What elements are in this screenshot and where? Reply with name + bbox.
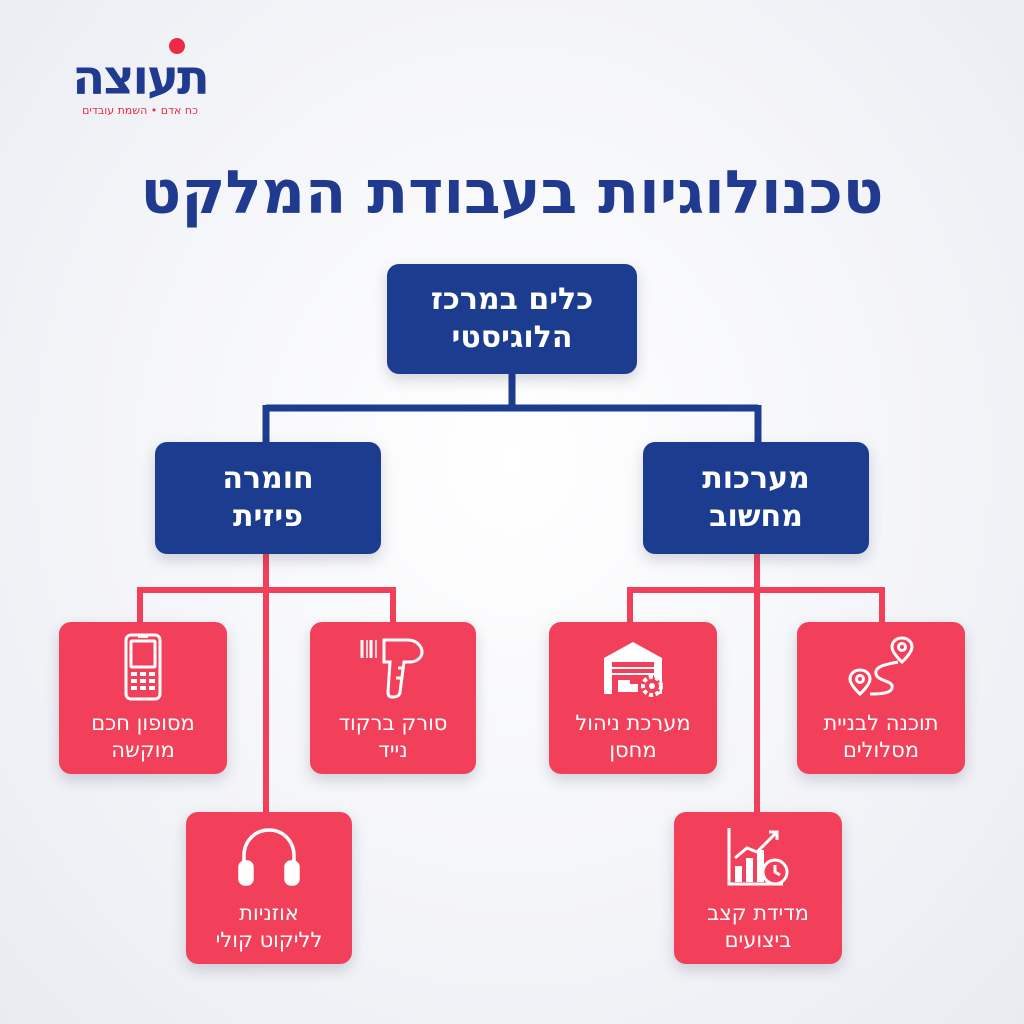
logo-tagline: כח אדם • השמת עובדים [82,104,198,117]
headphones-icon [238,828,300,886]
branch-node-hardware: חומרה פיזית [155,442,381,554]
leaf-route-planning: תוכנה לבניית מסלולים [797,622,965,774]
branch-node-software: מערכות מחשוב [643,442,869,554]
page-title: טכנולוגיות בעבודת המלקט [140,158,884,228]
branch-software-label: מערכות מחשוב [702,461,810,534]
leaf-warehouse-management: מערכת ניהול מחסן [549,622,717,774]
leaf-performance-measurement-label: מדידת קצב ביצועים [707,901,809,952]
leaf-performance-measurement: מדידת קצב ביצועים [674,812,842,964]
leaf-barcode-scanner-label: סורק ברקוד נייד [338,711,448,762]
leaf-voice-headset-label: אוזניות לליקוט קולי [215,901,323,952]
navy-connectors [262,372,762,446]
barcode-scanner-icon [360,638,424,699]
branch-hardware-label: חומרה פיזית [222,461,314,534]
brand-logo: תעוצה כח אדם • השמת עובדים [38,38,248,122]
logo-dot-icon [169,38,185,54]
root-node: כלים במרכז הלוגיסטי [387,264,637,374]
leaf-route-planning-label: תוכנה לבניית מסלולים [823,711,939,762]
warehouse-gear-icon [604,642,663,697]
leaf-barcode-scanner: סורק ברקוד נייד [310,622,476,774]
logo-wordmark: תעוצה [72,50,210,106]
leaf-rugged-handheld: מסופון חכם מוקשה [59,622,227,774]
chart-clock-icon [727,828,789,886]
route-pin-icon [848,636,914,697]
root-node-label: כלים במרכז הלוגיסטי [430,282,594,355]
rugged-handheld-icon [124,633,162,701]
leaf-rugged-handheld-label: מסופון חכם מוקשה [91,711,195,762]
red-connectors [137,552,885,815]
leaf-warehouse-management-label: מערכת ניהול מחסן [575,711,691,762]
leaf-voice-headset: אוזניות לליקוט קולי [186,812,352,964]
